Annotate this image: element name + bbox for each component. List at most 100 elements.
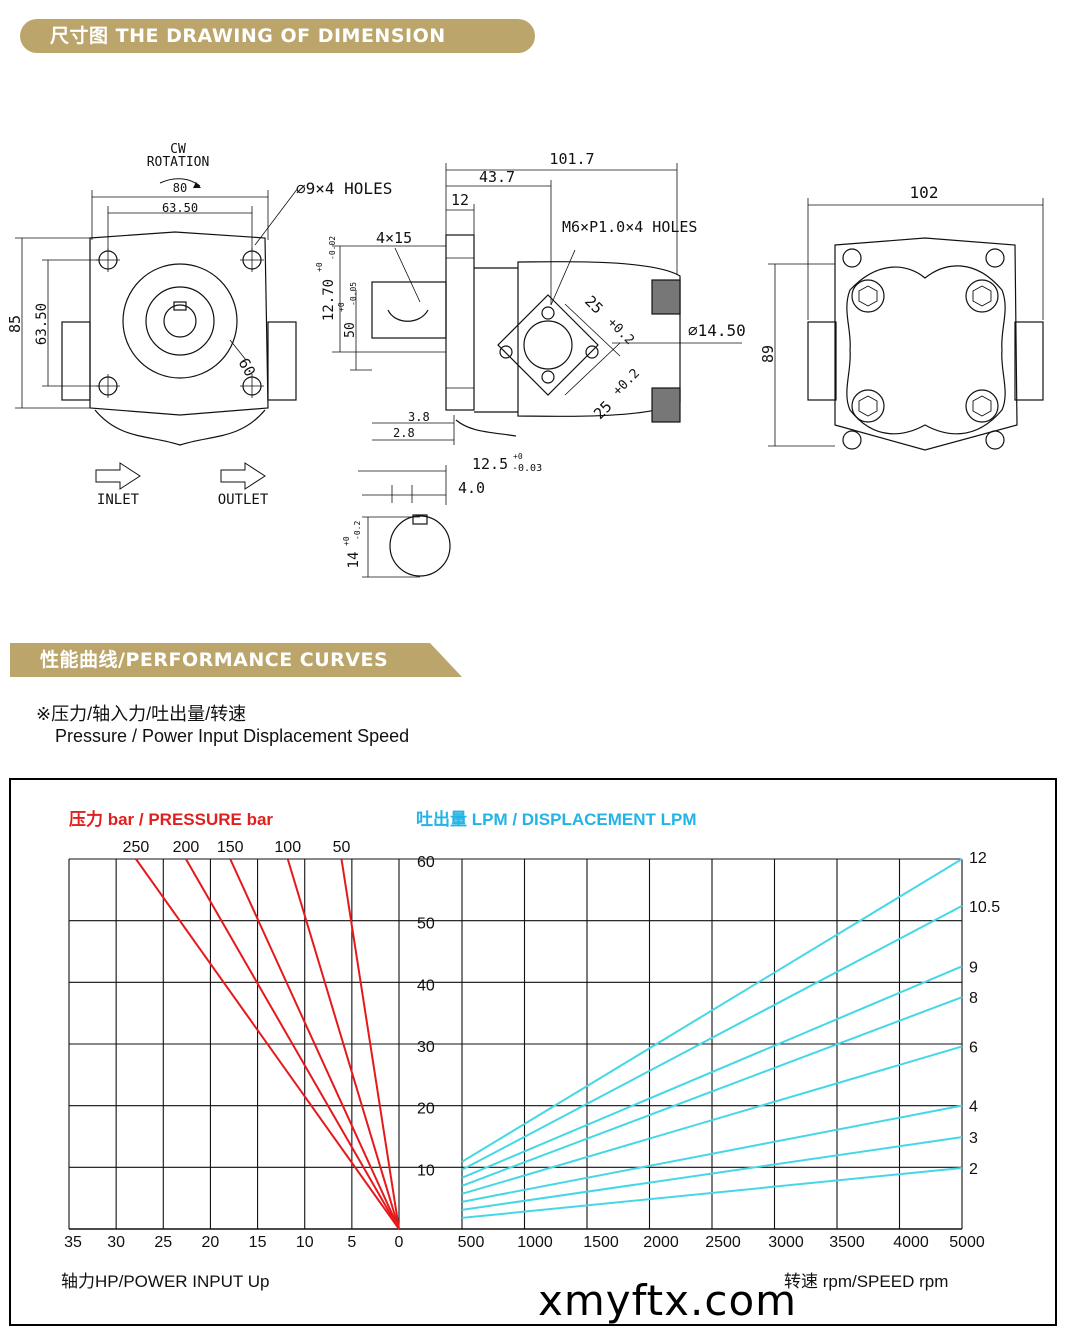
dim-3-8: 3.8 bbox=[408, 410, 430, 424]
dim-12-70: 12.70 bbox=[321, 279, 337, 321]
x-tick-label-speed: 3000 bbox=[768, 1234, 804, 1251]
dim-101-7: 101.7 bbox=[549, 150, 594, 168]
side-view bbox=[332, 163, 742, 578]
dim-60: 60 bbox=[235, 355, 260, 380]
displacement-line-4 bbox=[461, 1104, 963, 1203]
pressure-line-label: 100 bbox=[274, 839, 301, 856]
x-axis-label-power: 轴力HP/POWER INPUT Up bbox=[61, 1272, 269, 1291]
outlet-label: OUTLET bbox=[218, 492, 269, 508]
displacement-line-label: 12 bbox=[969, 850, 987, 867]
pressure-line-100 bbox=[286, 858, 400, 1230]
displacement-line-2 bbox=[461, 1166, 963, 1219]
pressure-line-label: 200 bbox=[173, 839, 200, 856]
dim-63-50: 63.50 bbox=[162, 201, 198, 215]
dim-12-5: 12.5 bbox=[472, 455, 508, 473]
dim-50: 50 bbox=[343, 322, 358, 338]
x-tick-label-speed: 1000 bbox=[517, 1234, 553, 1251]
displacement-line-12 bbox=[461, 858, 963, 1163]
dim-14-50: ⌀14.50 bbox=[688, 321, 746, 340]
dim-12-70-tol-up: +0 bbox=[315, 262, 324, 272]
rotation-label-line1: CW bbox=[170, 142, 186, 157]
x-tick-label-speed: 2000 bbox=[643, 1234, 679, 1251]
dim-63-50-vertical: 63.50 bbox=[34, 303, 50, 345]
dim-2-8: 2.8 bbox=[393, 426, 415, 440]
caption-line-1: ※压力/轴入力/吐出量/转速 bbox=[36, 704, 247, 724]
pressure-line-200 bbox=[185, 858, 400, 1230]
dim-14-tol-lo: -0.2 bbox=[353, 521, 362, 540]
front-view bbox=[15, 178, 299, 490]
dim-25-lower-tol: +0.2 bbox=[610, 366, 643, 399]
displacement-line-6 bbox=[461, 1045, 963, 1195]
x-tick-label-speed: 2500 bbox=[705, 1234, 741, 1251]
keyway-4x15: 4×15 bbox=[376, 229, 412, 247]
side-view-labels: 101.7 43.7 12 4×15 M6×P1.0×4 HOLES 12.70… bbox=[315, 150, 746, 568]
rear-view bbox=[768, 198, 1044, 451]
x-tick-label-power: 5 bbox=[347, 1234, 356, 1251]
rotation-label-line2: ROTATION bbox=[147, 155, 210, 170]
dim-12-5-tol-up: +0 bbox=[513, 452, 523, 461]
y-tick-label: 30 bbox=[417, 1039, 435, 1056]
tapped-holes-note: M6×P1.0×4 HOLES bbox=[562, 218, 697, 236]
x-tick-label-power: 30 bbox=[107, 1234, 125, 1251]
dim-25-upper: 25 bbox=[581, 292, 607, 318]
caption-line-2: Pressure / Power Input Displacement Spee… bbox=[55, 726, 410, 746]
pressure-axis-title: 压力 bar / PRESSURE bar bbox=[69, 809, 273, 829]
dim-80: 80 bbox=[173, 181, 187, 195]
x-axis-label-speed: 转速 rpm/SPEED rpm bbox=[784, 1272, 948, 1291]
x-tick-label-power: 20 bbox=[202, 1234, 220, 1251]
dim-14-tol-up: +0 bbox=[342, 536, 351, 546]
displacement-line-label: 8 bbox=[969, 990, 978, 1007]
pressure-line-label: 50 bbox=[333, 839, 351, 856]
y-tick-label: 50 bbox=[417, 916, 435, 933]
y-tick-label: 10 bbox=[417, 1162, 435, 1179]
displacement-axis-title: 吐出量 LPM / DISPLACEMENT LPM bbox=[416, 809, 697, 829]
y-tick-label: 20 bbox=[417, 1101, 435, 1118]
displacement-line-label: 9 bbox=[969, 959, 978, 976]
dim-89: 89 bbox=[759, 345, 777, 363]
x-tick-label-speed: 4000 bbox=[893, 1234, 929, 1251]
pressure-line-label: 250 bbox=[123, 839, 150, 856]
x-tick-label-power: 35 bbox=[64, 1234, 82, 1251]
x-tick-label-power: 25 bbox=[154, 1234, 172, 1251]
section-banner-performance: 性能曲线/PERFORMANCE CURVES bbox=[10, 643, 462, 677]
y-tick-label: 40 bbox=[417, 977, 435, 994]
x-tick-label-speed: 5000 bbox=[949, 1234, 985, 1251]
dim-50-tol-up: +0 bbox=[337, 302, 346, 312]
displacement-line-10.5 bbox=[461, 904, 963, 1171]
inlet-label: INLET bbox=[97, 492, 140, 508]
watermark: xmyftx.com bbox=[538, 1276, 798, 1325]
dim-43-7: 43.7 bbox=[479, 168, 515, 186]
displacement-line-label: 6 bbox=[969, 1039, 978, 1056]
displacement-line-3 bbox=[461, 1136, 963, 1211]
x-tick-label-speed: 500 bbox=[458, 1234, 485, 1251]
section-banner-dimension: 尺寸图 THE DRAWING OF DIMENSION bbox=[20, 19, 535, 53]
x-tick-label-speed: 1500 bbox=[583, 1234, 619, 1251]
displacement-line-label: 10.5 bbox=[969, 899, 1000, 916]
dimension-drawing: CW ROTATION 80 63.50 ⌀9×4 HOLES 85 63.50… bbox=[6, 142, 1044, 578]
chart-caption: ※压力/轴入力/吐出量/转速 Pressure / Power Input Di… bbox=[36, 703, 409, 747]
displacement-line-8 bbox=[461, 996, 963, 1187]
y-tick-label: 60 bbox=[417, 854, 435, 871]
dim-12-5-tol-lo: -0.03 bbox=[512, 463, 542, 474]
x-tick-label-power: 10 bbox=[296, 1234, 314, 1251]
dim-14: 14 bbox=[346, 552, 362, 569]
pressure-line-250 bbox=[135, 858, 400, 1230]
displacement-line-label: 4 bbox=[969, 1099, 978, 1116]
dim-50-tol-lo: -0.05 bbox=[349, 282, 358, 306]
dim-85: 85 bbox=[6, 315, 24, 333]
x-tick-label-speed: 3500 bbox=[829, 1234, 865, 1251]
displacement-line-label: 3 bbox=[969, 1130, 978, 1147]
pressure-line-150 bbox=[229, 858, 400, 1230]
holes-note: ⌀9×4 HOLES bbox=[296, 179, 392, 198]
rear-view-labels: 102 89 bbox=[759, 183, 938, 363]
dim-12-70-tol-lo: -0.02 bbox=[328, 236, 337, 260]
x-tick-label-power: 0 bbox=[395, 1234, 404, 1251]
displacement-line-9 bbox=[461, 965, 963, 1179]
x-tick-label-power: 15 bbox=[249, 1234, 267, 1251]
dim-12: 12 bbox=[451, 191, 469, 209]
dim-4-0: 4.0 bbox=[458, 479, 485, 497]
dim-25-lower: 25 bbox=[590, 397, 616, 423]
pressure-line-label: 150 bbox=[217, 839, 244, 856]
